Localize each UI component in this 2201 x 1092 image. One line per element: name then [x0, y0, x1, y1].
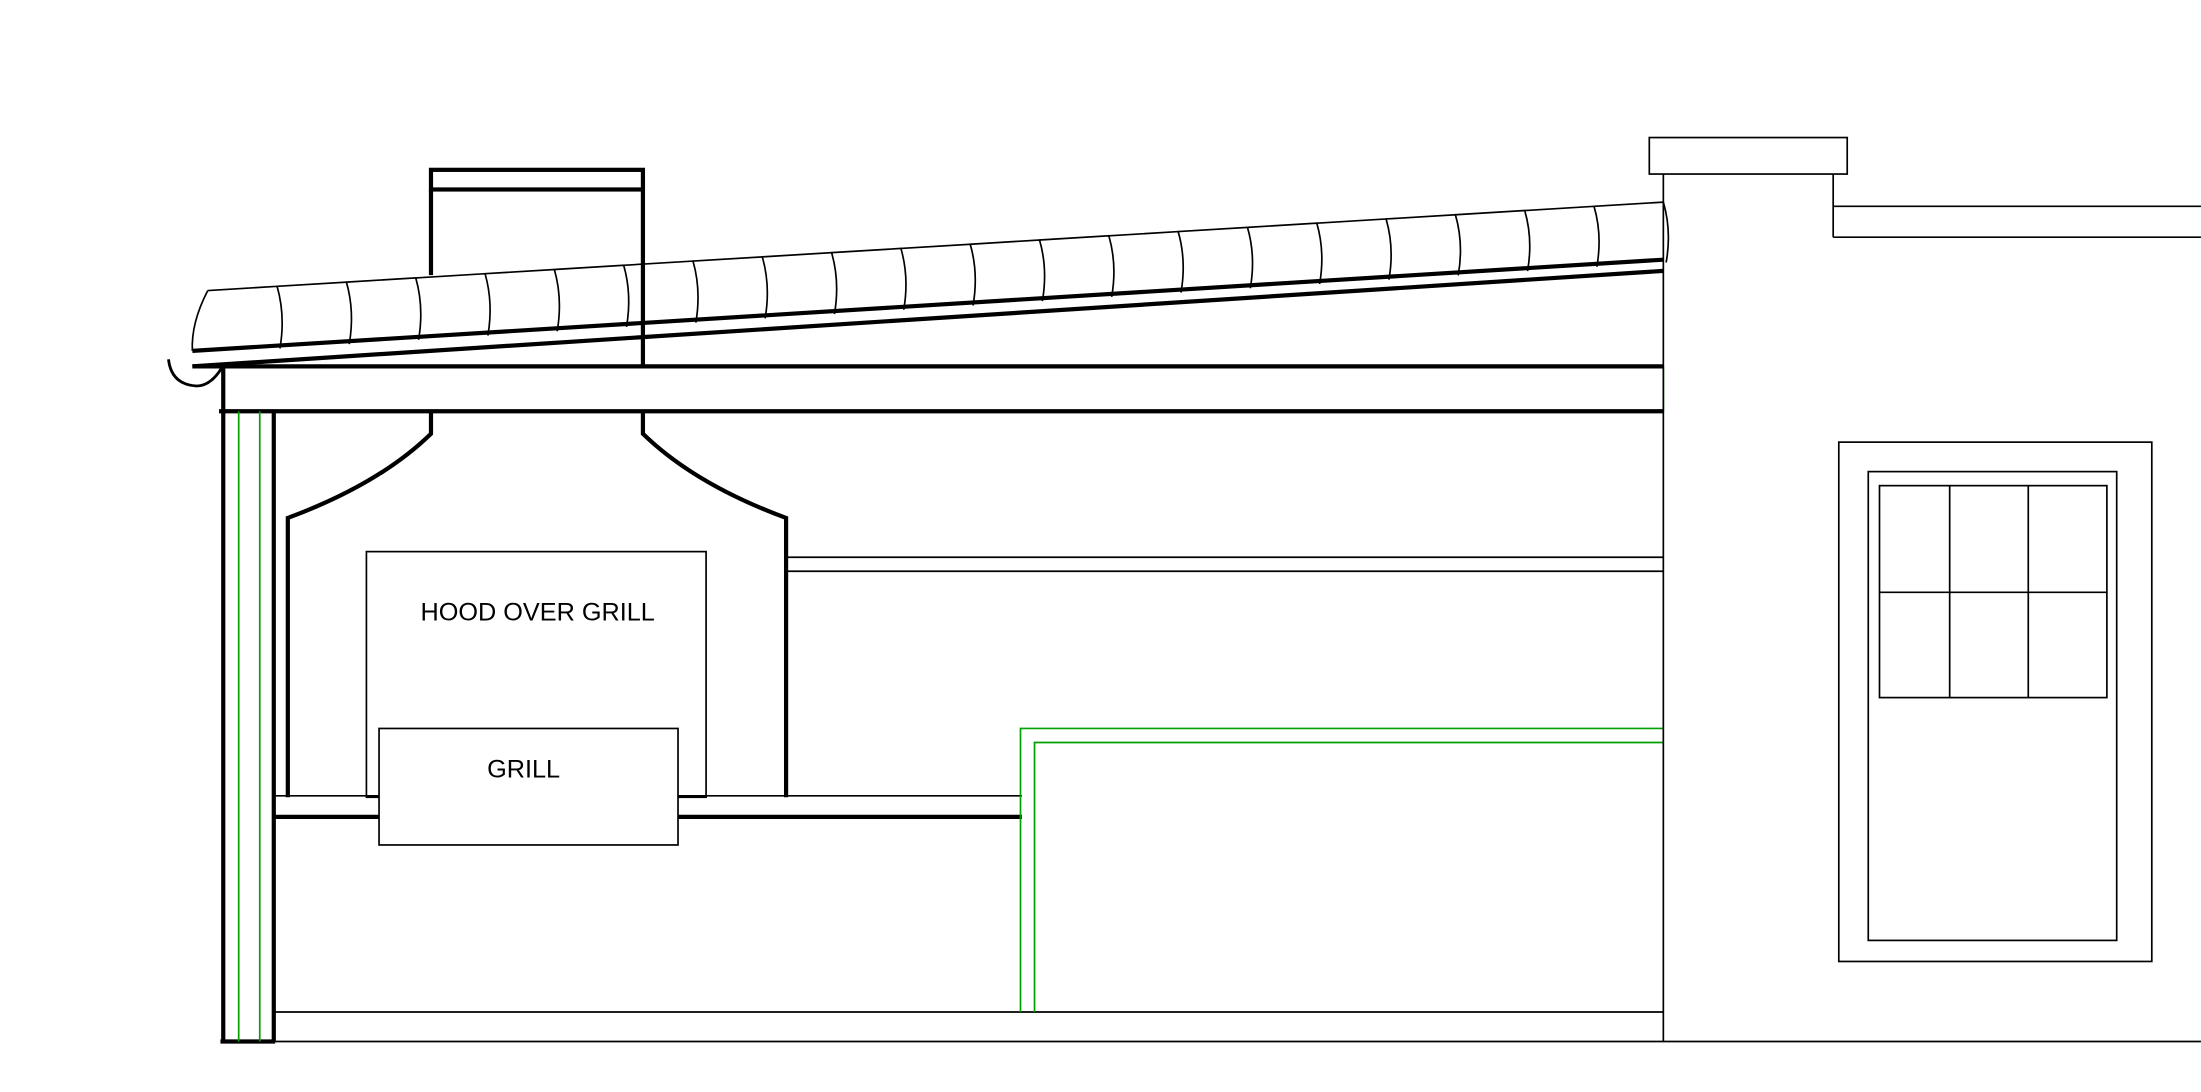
roof-tile [1178, 226, 1254, 289]
roof-tile [1247, 222, 1323, 285]
grill-box [378, 727, 679, 846]
roof-tiles [191, 201, 1670, 351]
roof-tile [207, 285, 284, 349]
chimney [428, 167, 646, 367]
roof-tile [1524, 205, 1600, 267]
roof-tile [1039, 234, 1115, 298]
roof-tile [1316, 218, 1392, 280]
roof-tile [900, 243, 977, 306]
window [1837, 441, 2153, 963]
hood-structure [285, 411, 789, 798]
roof-tile [762, 251, 838, 315]
roof-tile [485, 268, 561, 332]
roof-tile [831, 247, 907, 310]
roof-tile-end [191, 290, 209, 351]
roof-tile [1386, 213, 1462, 276]
roof-tile [1108, 230, 1185, 293]
roof-tile [346, 277, 422, 340]
roof-tile [1455, 209, 1531, 272]
roof-tile [623, 260, 699, 323]
house-wall [1648, 136, 2201, 1042]
wall-lines [275, 556, 2201, 1043]
fascia-beam [192, 364, 1664, 1044]
low-wall-green [1019, 727, 1664, 1012]
post-green-lines [237, 366, 1665, 1042]
roof-tile [1593, 201, 1670, 263]
roof [167, 257, 1664, 388]
roof-tile [415, 272, 491, 336]
roof-tile [277, 281, 353, 345]
roof-tile [970, 239, 1046, 302]
roof-tile [692, 255, 769, 319]
hood-label: HOOD OVER GRILL [420, 598, 654, 626]
grill-label: GRILL [487, 756, 560, 784]
roof-tile [554, 264, 630, 328]
